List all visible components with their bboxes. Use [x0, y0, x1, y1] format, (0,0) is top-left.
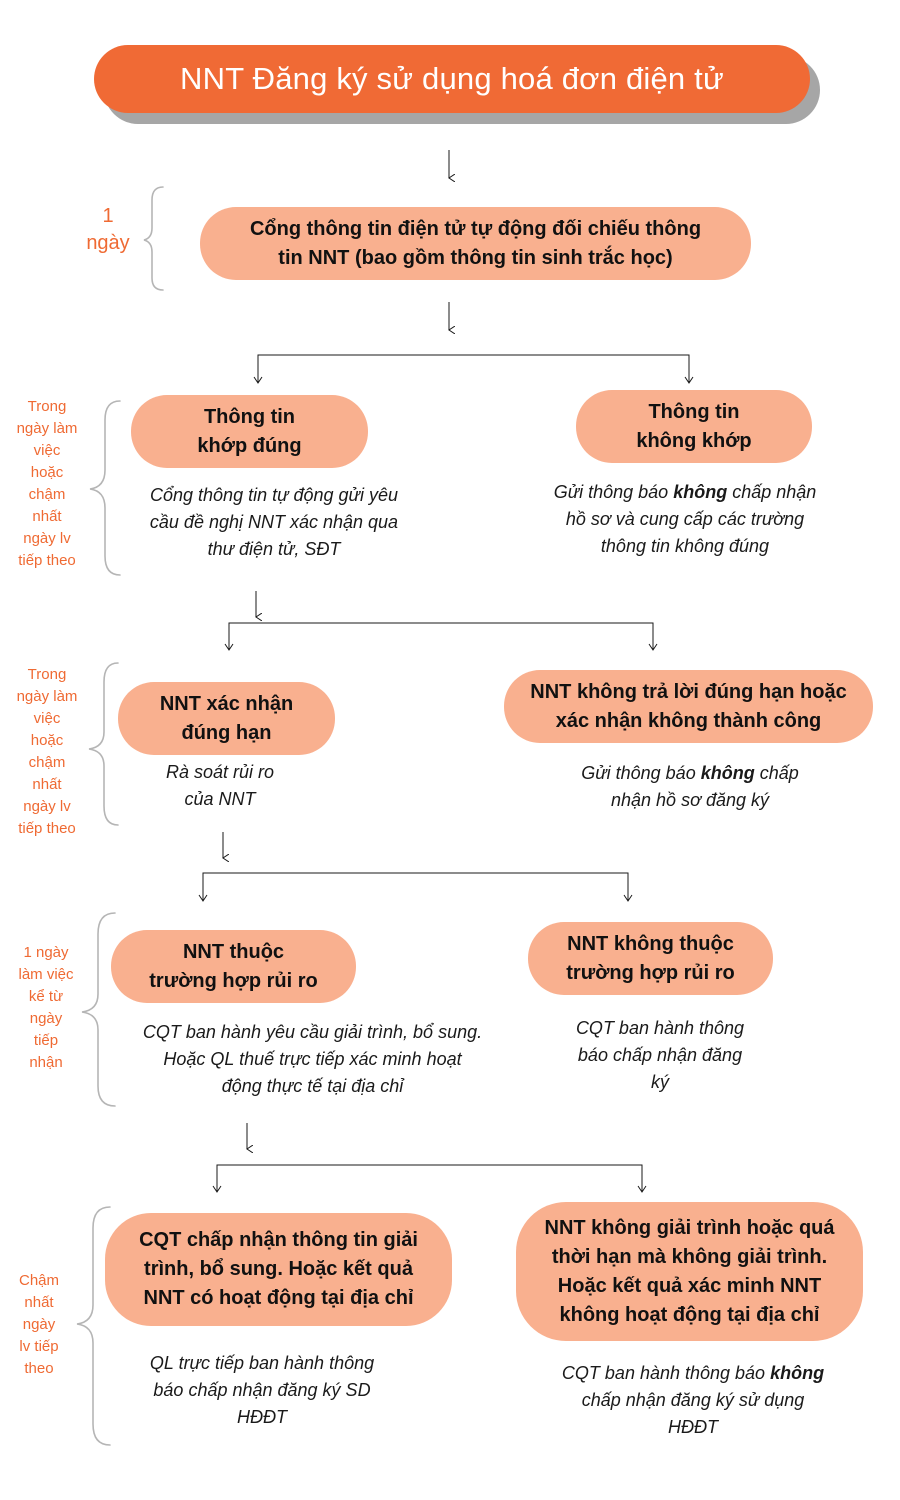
desc-risk: CQT ban hành yêu cầu giải trình, bổ sung… — [142, 1022, 483, 1096]
desc-no-reply: Gửi thông báo không chấp nhận hồ sơ đăng… — [581, 763, 799, 810]
brace-3 — [88, 662, 119, 826]
brace-4 — [81, 912, 116, 1107]
split-3 — [202, 872, 629, 901]
desc-info-mismatch: Gửi thông báo không chấp nhận hồ sơ và c… — [553, 482, 817, 556]
split-1 — [257, 354, 690, 383]
split-2 — [228, 622, 654, 650]
desc-no-explanation: CQT ban hành thông báo không chấp nhận đ… — [561, 1363, 825, 1437]
brace-2 — [89, 400, 121, 576]
node-portal-check: Cổng thông tin điện tử tự động đối chiếu… — [200, 207, 751, 280]
brace-5 — [76, 1206, 111, 1446]
page-title: NNT Đăng ký sử dụng hoá đơn điện tử — [94, 45, 810, 113]
split-4 — [216, 1164, 643, 1192]
brace-1 — [143, 186, 164, 291]
